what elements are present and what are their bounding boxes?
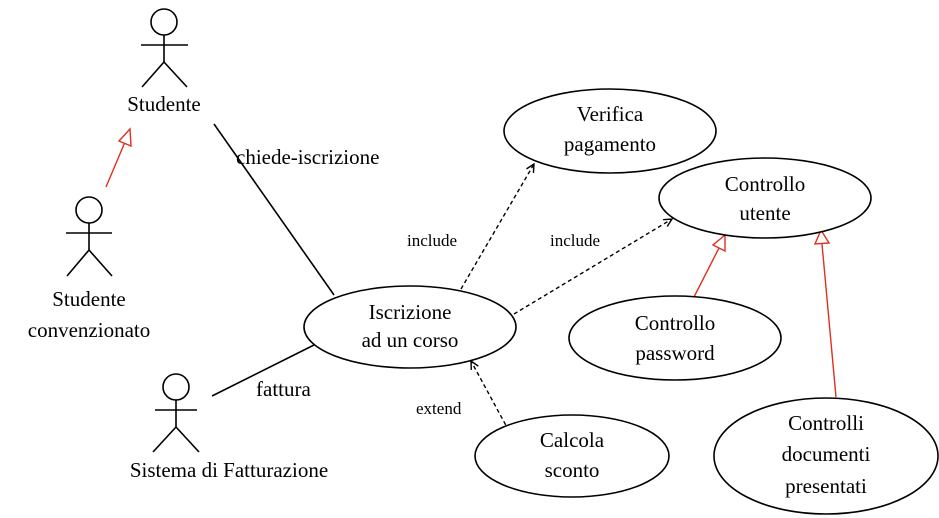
actor-figure-icon [66, 196, 113, 277]
usecase-controllo-password-line2: password [635, 341, 715, 365]
actor-figure-icon [152, 373, 200, 453]
usecase-iscrizione-line2: ad un corso [362, 328, 459, 352]
actor-sistema-fatturazione-label: Sistema di Fatturazione [130, 458, 328, 482]
actor-sistema-fatturazione[interactable]: Sistema di Fatturazione [130, 373, 328, 482]
actor-studente[interactable]: Studente [127, 8, 201, 116]
stereotype-label-extend: extend [416, 399, 462, 418]
usecase-controlli-documenti-line3: presentati [785, 474, 867, 498]
include-arrow-controllo [513, 219, 672, 315]
generalization-studente-convenzionato [105, 127, 132, 188]
actor-studente-convenzionato-label-line1: Studente [52, 287, 126, 311]
stereotype-label-include-controllo: include [550, 231, 600, 250]
actor-studente-label: Studente [127, 92, 201, 116]
usecase-calcola-line2: sconto [545, 458, 600, 482]
usecase-controlli-documenti-line1: Controlli [788, 411, 864, 435]
usecase-verifica-line1: Verifica [577, 102, 644, 126]
generalization-password-utente [693, 233, 726, 298]
usecase-controllo-utente[interactable]: Controllo utente [658, 157, 872, 239]
usecase-calcola-line1: Calcola [540, 428, 605, 452]
actor-studente-convenzionato-label-line2: convenzionato [28, 318, 150, 342]
actor-studente-convenzionato[interactable]: Studente convenzionato [28, 196, 150, 342]
usecase-verifica-pagamento[interactable]: Verifica pagamento [503, 88, 717, 174]
extend-arrow-calcola [471, 361, 510, 432]
usecase-controllo-utente-line1: Controllo [725, 172, 806, 196]
usecase-controllo-utente-line2: utente [739, 201, 790, 225]
usecase-controllo-password[interactable]: Controllo password [568, 295, 782, 381]
usecase-controlli-documenti-line2: documenti [782, 442, 871, 466]
usecase-controllo-password-line1: Controllo [635, 311, 716, 335]
association-studente-iscrizione [213, 123, 335, 296]
association-sistema-iscrizione [211, 342, 319, 397]
usecase-verifica-line2: pagamento [564, 132, 656, 156]
include-arrow-verifica [460, 164, 534, 290]
usecase-iscrizione[interactable]: Iscrizione ad un corso [303, 285, 517, 369]
generalization-documenti-utente [813, 228, 837, 398]
association-label-fattura: fattura [256, 377, 311, 401]
association-label-chiede-iscrizione: chiede-iscrizione [236, 145, 379, 169]
usecase-calcola-sconto[interactable]: Calcola sconto [474, 414, 670, 498]
stereotype-label-include-verifica: include [407, 231, 457, 250]
actor-figure-icon [141, 8, 188, 88]
usecase-iscrizione-line1: Iscrizione [369, 300, 452, 324]
usecase-controlli-documenti[interactable]: Controlli documenti presentati [713, 397, 939, 515]
